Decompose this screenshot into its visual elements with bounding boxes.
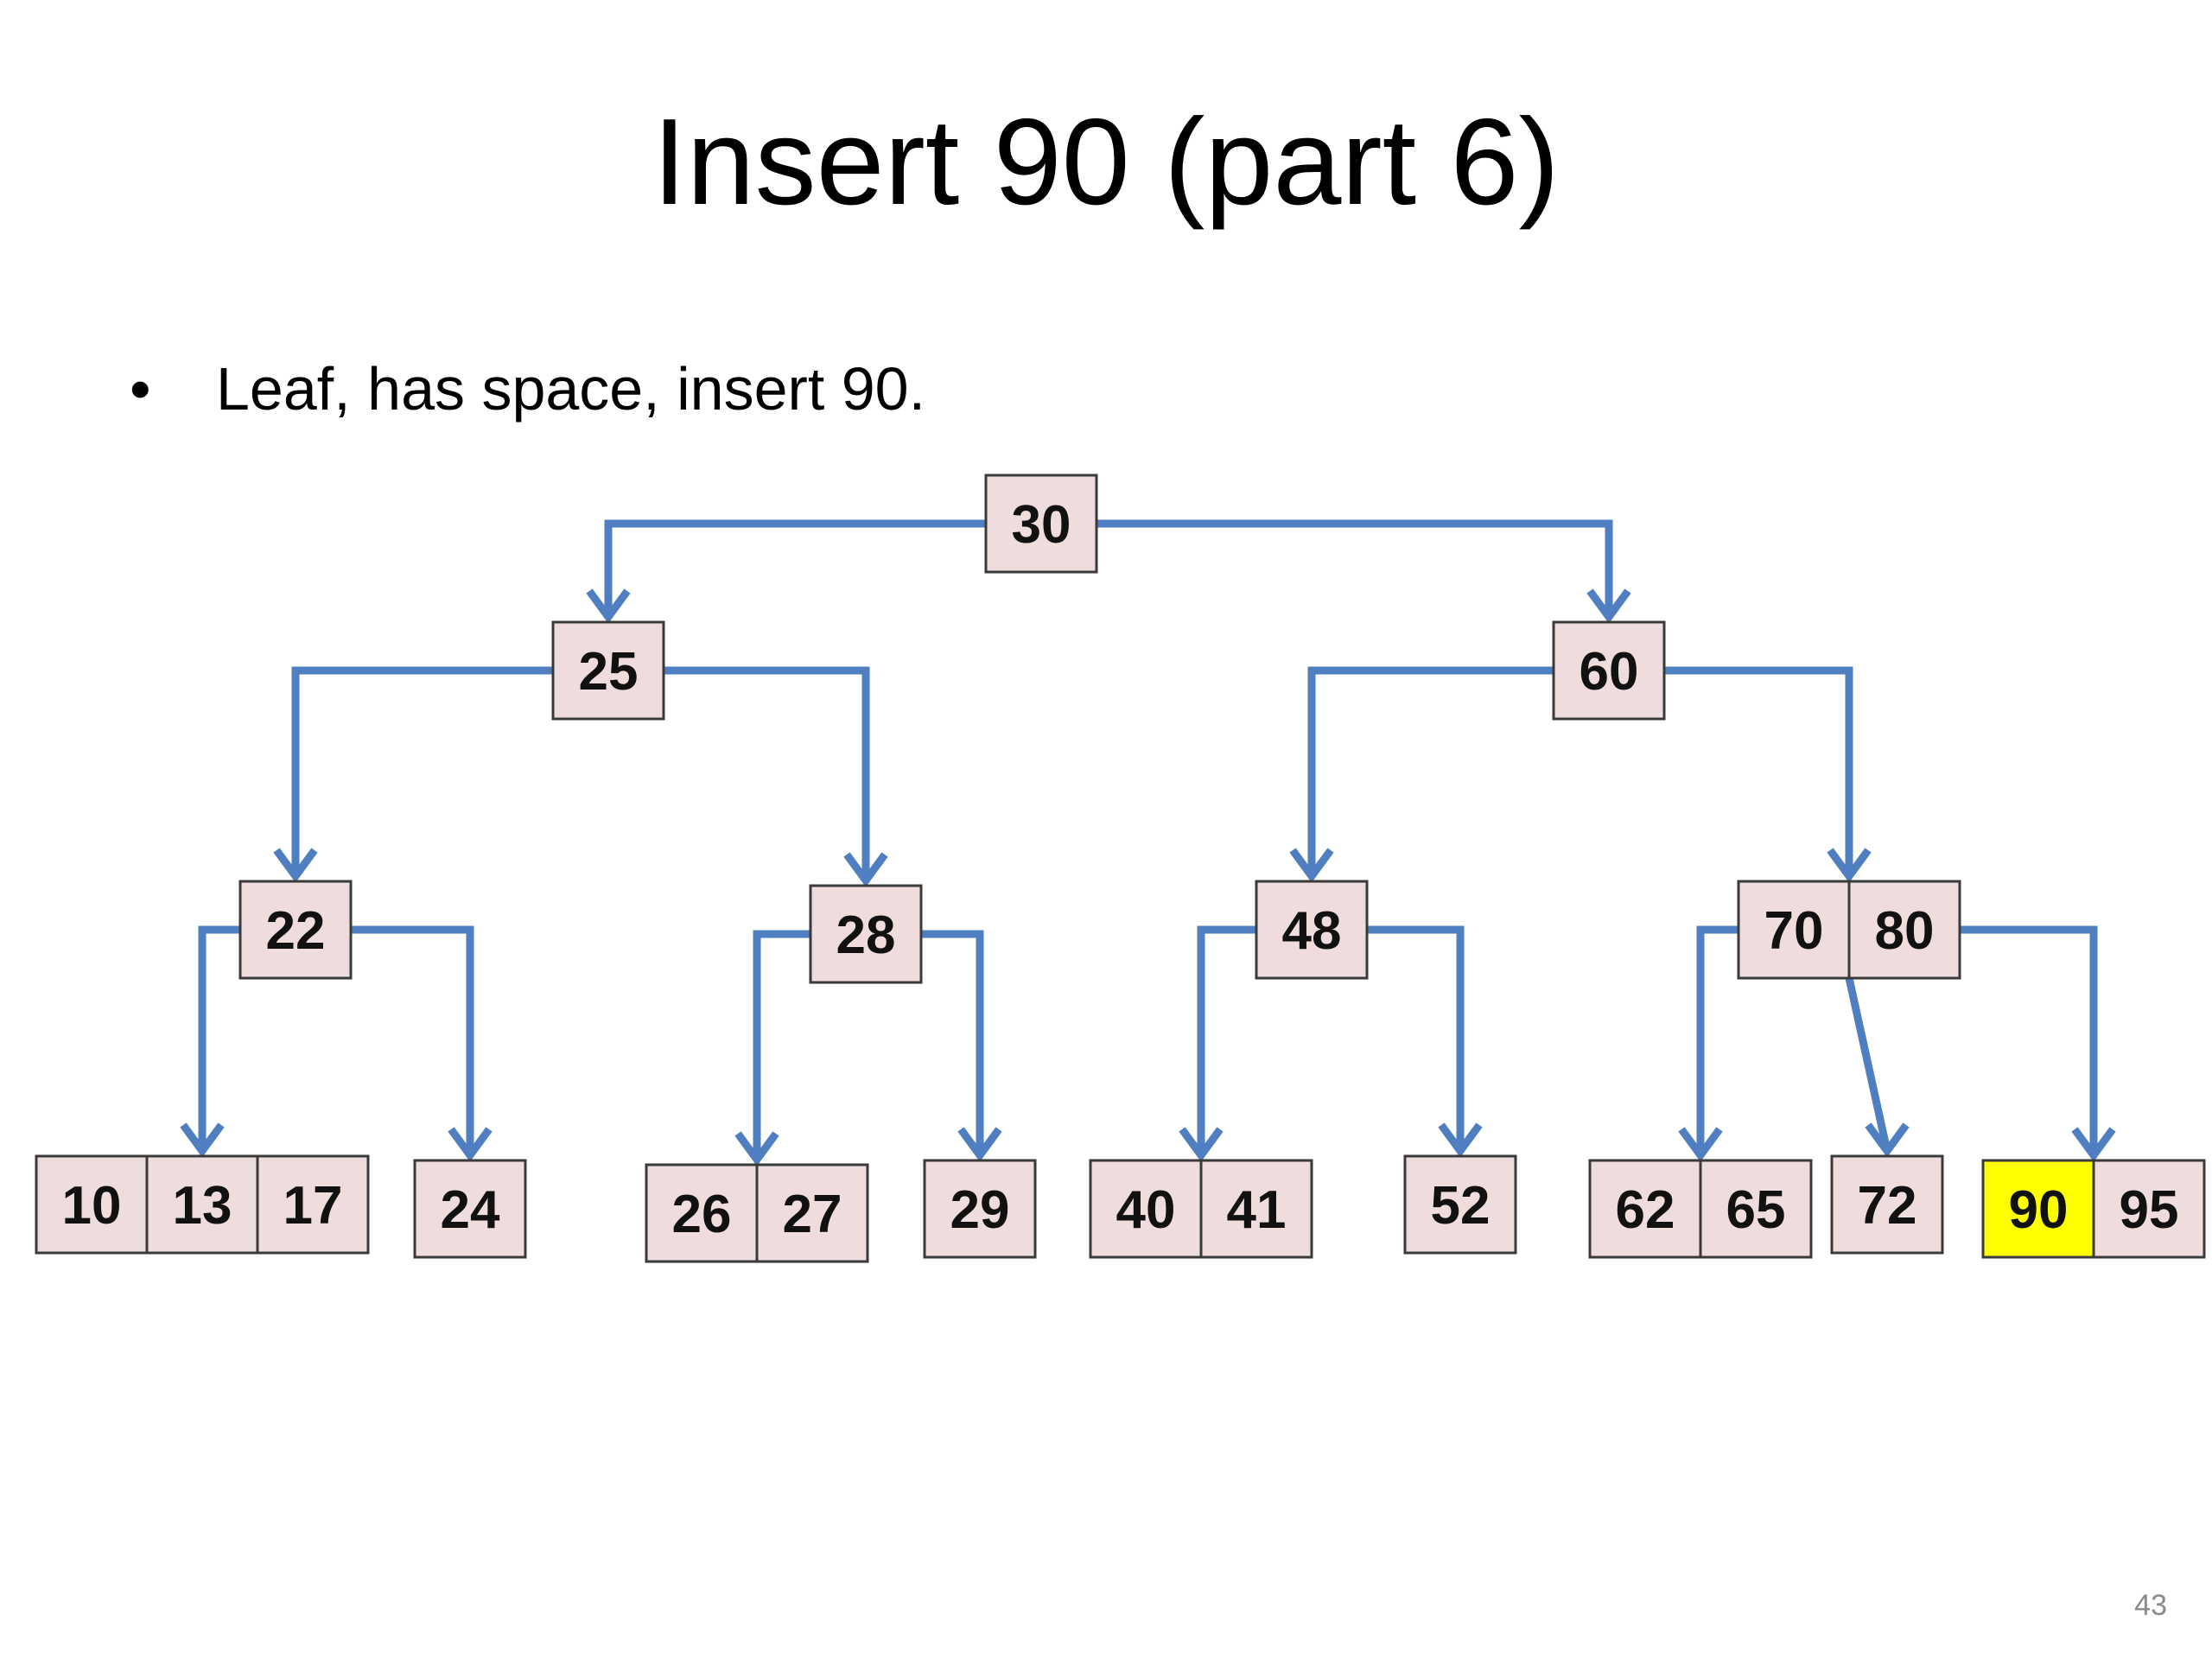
key-label: 24 bbox=[441, 1180, 500, 1240]
edge-r10-r101 bbox=[1367, 925, 1465, 1151]
arrowhead-icon bbox=[586, 588, 631, 624]
tree-node: 72 bbox=[1830, 1154, 1944, 1255]
key-label: 30 bbox=[1012, 495, 1071, 555]
key-cell bbox=[238, 880, 353, 980]
tree-node: 52 bbox=[1403, 1154, 1517, 1255]
slide-title: Insert 90 (part 6) bbox=[652, 93, 1560, 231]
tree-node: 62 65 bbox=[1588, 1159, 1813, 1259]
edge-r0-r00 bbox=[291, 666, 553, 876]
key-label: 25 bbox=[579, 642, 639, 702]
key-cell bbox=[1403, 1154, 1517, 1255]
key-label: 62 bbox=[1616, 1180, 1675, 1240]
edge-r01-r010 bbox=[753, 930, 810, 1160]
key-cell bbox=[984, 474, 1098, 574]
arrowhead-icon bbox=[1438, 1122, 1483, 1158]
edge-r-r0 bbox=[604, 519, 986, 617]
tree-node: 24 bbox=[413, 1159, 527, 1259]
arrowhead-icon bbox=[1179, 1127, 1224, 1162]
key-cell bbox=[1737, 880, 1851, 980]
arrowhead-icon bbox=[1586, 588, 1631, 624]
arrowhead-icon bbox=[1678, 1127, 1723, 1162]
key-label: 40 bbox=[1116, 1180, 1176, 1240]
key-label: 22 bbox=[266, 901, 326, 961]
key-cell bbox=[1255, 880, 1369, 980]
arrowhead-icon bbox=[843, 852, 888, 887]
tree-node: 29 bbox=[923, 1159, 1037, 1259]
edge-r00-r001 bbox=[351, 925, 474, 1155]
key-label: 29 bbox=[950, 1180, 1010, 1240]
edge-r-r1 bbox=[1096, 519, 1613, 617]
arrowhead-icon bbox=[734, 1131, 779, 1166]
arrowhead-icon bbox=[448, 1127, 493, 1162]
key-label: 26 bbox=[672, 1185, 732, 1244]
edge-r11-r110 bbox=[1696, 925, 1738, 1155]
tree-node: 60 bbox=[1552, 620, 1666, 721]
arrowhead-icon bbox=[957, 1127, 1002, 1162]
key-cell bbox=[755, 1163, 869, 1263]
arrowhead-icon bbox=[2071, 1127, 2116, 1162]
tree-node: 26 27 bbox=[645, 1163, 869, 1263]
edges bbox=[180, 519, 2116, 1166]
tree-node: 48 bbox=[1255, 880, 1369, 980]
bullet-text: Leaf, has space, insert 90. bbox=[216, 355, 926, 423]
arrowhead-icon bbox=[180, 1122, 225, 1158]
tree-node: 28 bbox=[809, 884, 923, 984]
key-cell bbox=[2092, 1159, 2206, 1259]
edge-r01-r011 bbox=[921, 930, 984, 1155]
arrowhead-icon bbox=[1827, 848, 1872, 883]
key-cell bbox=[413, 1159, 527, 1259]
key-label: 60 bbox=[1580, 642, 1639, 702]
arrowhead-icon bbox=[273, 848, 318, 883]
key-cell bbox=[1199, 1159, 1313, 1259]
key-label: 95 bbox=[2120, 1180, 2179, 1240]
key-cell bbox=[1847, 880, 1961, 980]
key-label: 27 bbox=[783, 1185, 842, 1244]
key-label: 10 bbox=[62, 1176, 122, 1236]
key-label: 80 bbox=[1875, 901, 1935, 961]
edge-r00-r000 bbox=[198, 925, 240, 1151]
key-cell bbox=[1699, 1159, 1813, 1259]
key-label: 48 bbox=[1282, 901, 1342, 961]
page-number: 43 bbox=[2134, 1589, 2167, 1622]
key-label: 13 bbox=[173, 1176, 232, 1236]
edge-r0-r01 bbox=[664, 666, 870, 880]
key-cell bbox=[809, 884, 923, 984]
key-cell bbox=[1552, 620, 1666, 721]
edge-r1-r11 bbox=[1664, 666, 1853, 876]
key-label: 17 bbox=[283, 1176, 343, 1236]
key-label: 41 bbox=[1227, 1180, 1287, 1240]
key-label: 52 bbox=[1431, 1176, 1491, 1236]
key-cell bbox=[145, 1154, 259, 1255]
arrowhead-icon bbox=[1865, 1122, 1910, 1158]
tree-node: 22 bbox=[238, 880, 353, 980]
key-label: 90 bbox=[2009, 1180, 2069, 1240]
edge-r11-r112 bbox=[1960, 925, 2098, 1155]
key-label: 72 bbox=[1858, 1176, 1917, 1236]
tree-node: 10 13 17 bbox=[35, 1154, 370, 1255]
key-cell bbox=[256, 1154, 370, 1255]
key-label: 65 bbox=[1726, 1180, 1786, 1240]
tree-node: 70 80 bbox=[1737, 880, 1961, 980]
edge-r10-r100 bbox=[1197, 925, 1256, 1155]
tree-node: 40 41 bbox=[1089, 1159, 1313, 1259]
arrowhead-icon bbox=[1289, 848, 1334, 883]
key-cell bbox=[1830, 1154, 1944, 1255]
key-cell bbox=[1588, 1159, 1702, 1259]
tree-node: 90 95 bbox=[1981, 1159, 2206, 1259]
edge-r11-r111 bbox=[1845, 977, 1891, 1152]
key-cell bbox=[923, 1159, 1037, 1259]
key-cell bbox=[551, 620, 665, 721]
tree-node: 25 bbox=[551, 620, 665, 721]
edge-r1-r10 bbox=[1307, 666, 1554, 876]
tree-node: 30 bbox=[984, 474, 1098, 574]
bullet-dot-icon: • bbox=[130, 355, 151, 423]
key-cell bbox=[645, 1163, 759, 1263]
key-label: 70 bbox=[1764, 901, 1824, 961]
key-label: 28 bbox=[836, 906, 896, 965]
